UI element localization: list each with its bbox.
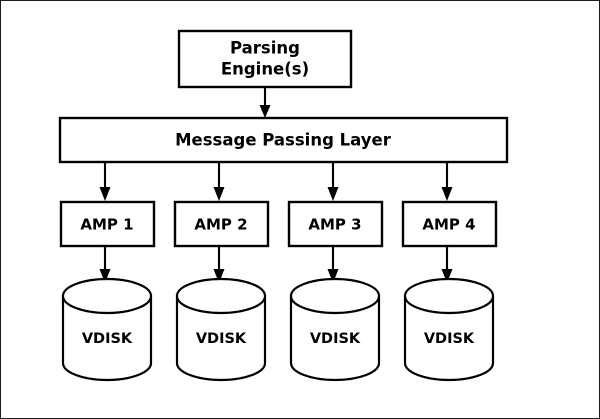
amp-label-3: AMP 3	[308, 216, 361, 234]
vdisk-label-3: VDISK	[310, 331, 361, 347]
arrowhead-icon	[441, 269, 453, 283]
arrowhead-icon	[213, 269, 225, 283]
message-passing-layer-label: Message Passing Layer	[175, 131, 392, 150]
vdisk-cylinder-body-3	[289, 294, 381, 382]
connector-amp-3-to-vdisk-3	[327, 246, 339, 283]
vdisk-cylinder-body-1	[61, 294, 153, 382]
vdisk-cylinder-top-3	[289, 277, 381, 315]
amp-box-3	[287, 200, 384, 248]
vdisk-cylinder-top-2	[175, 277, 267, 315]
connector-mpl-to-amp-4	[441, 162, 453, 201]
parsing-engine-node[interactable]: Parsing Engine(s)	[177, 29, 353, 89]
arrowhead-icon	[441, 187, 453, 201]
arrowhead-icon	[327, 269, 339, 283]
connector-mpl-to-amp-2	[213, 162, 225, 201]
connector-amp-1-to-vdisk-1	[99, 246, 111, 283]
connector-mpl-to-amp-3	[327, 162, 339, 201]
vdisk-node-3[interactable]: VDISK	[289, 277, 381, 382]
amp-box-1	[59, 200, 156, 248]
parsing-engine-label-line1: Parsing	[230, 39, 300, 58]
connector-mpl-to-amp-1	[99, 162, 111, 201]
vdisk-label-4: VDISK	[424, 331, 475, 347]
vdisk-cylinder-body-2	[175, 294, 267, 382]
amp-box-2	[173, 200, 270, 248]
amp-node-2[interactable]: AMP 2	[173, 200, 270, 248]
connector-amp-4-to-vdisk-4	[441, 246, 453, 283]
arrowhead-icon	[259, 105, 271, 118]
arrowhead-icon	[327, 187, 339, 201]
vdisk-cylinder-body-4	[403, 294, 495, 382]
arrowhead-icon	[99, 269, 111, 283]
amp-box-4	[401, 200, 498, 248]
vdisk-node-1[interactable]: VDISK	[61, 277, 153, 382]
arrowhead-icon	[213, 187, 225, 201]
vdisk-cylinder-top-4	[403, 277, 495, 315]
message-passing-layer-box	[58, 116, 509, 164]
vdisk-label-1: VDISK	[82, 331, 133, 347]
connector-amp-2-to-vdisk-2	[213, 246, 225, 283]
amp-node-4[interactable]: AMP 4	[401, 200, 498, 248]
amp-label-2: AMP 2	[194, 216, 247, 234]
vdisk-node-2[interactable]: VDISK	[175, 277, 267, 382]
connector-pe-to-mpl	[259, 87, 271, 118]
vdisk-label-2: VDISK	[196, 331, 247, 347]
vdisk-cylinder-top-1	[61, 277, 153, 315]
arrowhead-icon	[99, 187, 111, 201]
amp-label-4: AMP 4	[422, 216, 475, 234]
vdisk-node-4[interactable]: VDISK	[403, 277, 495, 382]
amp-node-1[interactable]: AMP 1	[59, 200, 156, 248]
parsing-engine-label-line2: Engine(s)	[221, 60, 309, 79]
message-passing-layer-node[interactable]: Message Passing Layer	[58, 116, 509, 164]
amp-label-1: AMP 1	[80, 216, 133, 234]
amp-node-3[interactable]: AMP 3	[287, 200, 384, 248]
parsing-engine-box	[177, 29, 353, 89]
